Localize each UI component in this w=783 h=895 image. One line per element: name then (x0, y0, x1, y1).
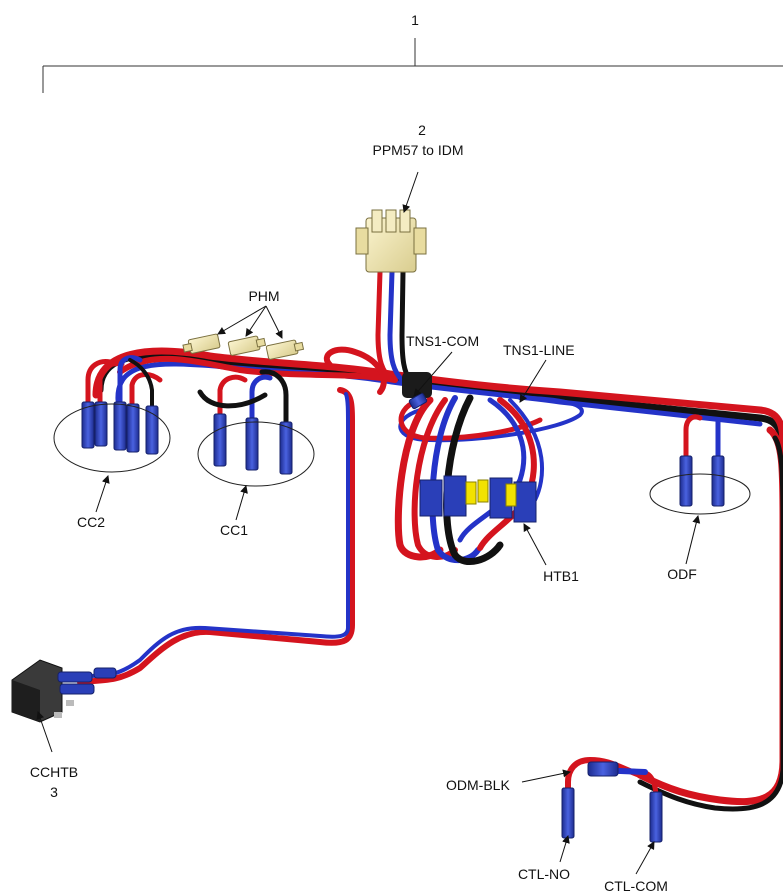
ctl-no-label: CTL-NO (517, 866, 571, 882)
leader-lines (36, 171, 701, 875)
item-1-label: 1 (411, 12, 419, 28)
cc2-label: CC2 (76, 514, 106, 530)
ctl-terminals (561, 761, 663, 843)
ppm57-to-idm-label: PPM57 to IDM (372, 142, 464, 158)
item-2-number-label: 2 (418, 122, 426, 138)
cc1-label: CC1 (219, 522, 249, 538)
tns1-com-label: TNS1-COM (406, 333, 480, 349)
ctl-com-label: CTL-COM (604, 878, 668, 894)
cchtb-label: CCHTB (29, 764, 79, 780)
item-3-number-label: 3 (50, 784, 58, 800)
item-1-bracket (42, 38, 783, 93)
odm-blk-label: ODM-BLK (446, 777, 510, 793)
main-trunk-wires (76, 269, 783, 812)
odf-callout-ellipse (649, 473, 751, 515)
cc2-callout-ellipse (53, 403, 171, 473)
callout-ellipses (53, 403, 751, 515)
tns1-line-label: TNS1-LINE (503, 342, 575, 358)
htb1-terminal-block (419, 475, 537, 523)
htb1-label: HTB1 (543, 568, 579, 584)
cchtb-terminal-block (11, 659, 117, 723)
cc2-terminals (81, 401, 159, 455)
odf-label: ODF (667, 566, 697, 582)
odf-terminals (679, 455, 725, 507)
phm-connectors (182, 333, 305, 360)
cc1-callout-ellipse (197, 421, 315, 487)
phm-label: PHM (248, 288, 280, 304)
cc1-terminals (213, 413, 293, 475)
trunk-clip (402, 372, 432, 398)
ppm57-connector (355, 209, 427, 273)
